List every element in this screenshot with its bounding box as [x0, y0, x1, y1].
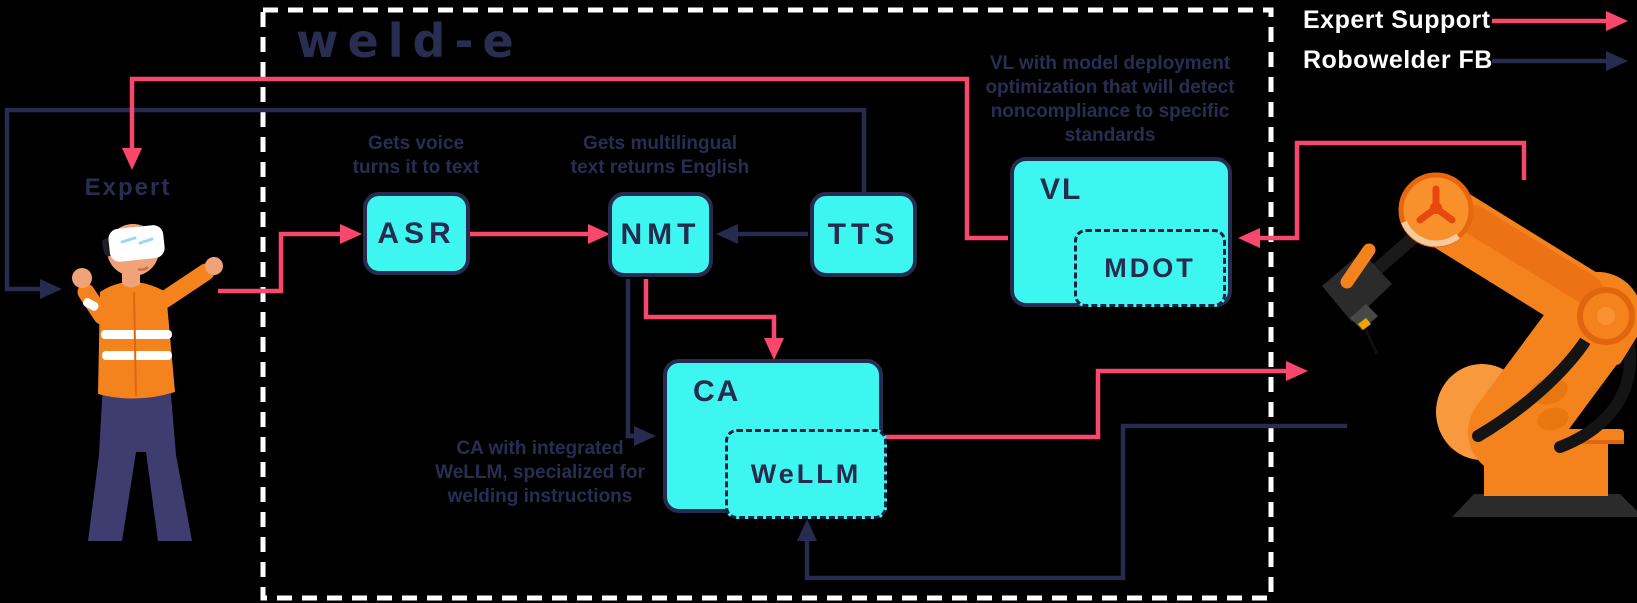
torch-tip [1358, 318, 1371, 330]
ca-note: CA with integrated WeLLM, specialized fo… [435, 438, 645, 507]
arrow-robot-to-vl [1238, 140, 1527, 248]
mdot-label: MDOT [1104, 252, 1196, 283]
robowelder-fb-connectors [4, 51, 1628, 581]
arrow-tts-to-expert [4, 107, 867, 299]
arrow-vl-to-expert [122, 76, 1008, 241]
welding-torch [1322, 252, 1392, 322]
nmt-label: NMT [620, 217, 701, 251]
arrow-expert-to-asr [218, 224, 362, 294]
expert-mouth [137, 265, 149, 271]
node-ca: CA WeLLM [663, 359, 887, 519]
vl-note: VL with model deployment optimization th… [985, 53, 1235, 146]
asr-note: Gets voice turns it to text [352, 133, 480, 178]
robowelder-illustration [1322, 172, 1637, 517]
vr-headset-icon [108, 225, 165, 262]
asr-label: ASR [377, 216, 456, 250]
hi-vis-stripe [101, 330, 172, 339]
welding-wire [1364, 329, 1379, 355]
system-boundary-dashed-box [260, 7, 1274, 601]
node-vl: VL MDOT [1010, 157, 1232, 307]
wellm-label: WeLLM [750, 458, 862, 489]
legend-expert-support-label: Expert Support [1303, 6, 1491, 34]
node-mdot: MDOT [1074, 229, 1226, 307]
node-asr: ASR [363, 192, 470, 275]
expert-actor-label: Expert [84, 174, 172, 201]
expert-jacket [98, 282, 175, 399]
arrow-ca-to-robot [883, 361, 1308, 440]
arrow-robot-feedback-to-wellm [797, 423, 1347, 581]
hi-vis-stripe [102, 351, 172, 360]
node-tts: TTS [810, 192, 917, 277]
weld-e-logo: weld-e [296, 14, 523, 68]
expert-left-fist [205, 257, 223, 275]
ca-label: CA [693, 375, 741, 408]
vr-expert-illustration [72, 224, 223, 541]
arrow-nmt-to-ca-top [643, 279, 784, 360]
tts-label: TTS [827, 217, 900, 251]
expert-pants [88, 383, 192, 541]
node-wellm: WeLLM [725, 429, 887, 519]
vl-label: VL [1040, 173, 1083, 206]
legend-robowelder-fb-label: Robowelder FB [1303, 46, 1493, 74]
node-nmt: NMT [608, 192, 713, 277]
nmt-note: Gets multilingual text returns English [570, 133, 750, 178]
expert-support-connectors [122, 11, 1628, 440]
arrow-nmt-to-ca [625, 279, 656, 446]
robot-foot [1452, 494, 1637, 517]
expert-right-fist [72, 268, 92, 288]
